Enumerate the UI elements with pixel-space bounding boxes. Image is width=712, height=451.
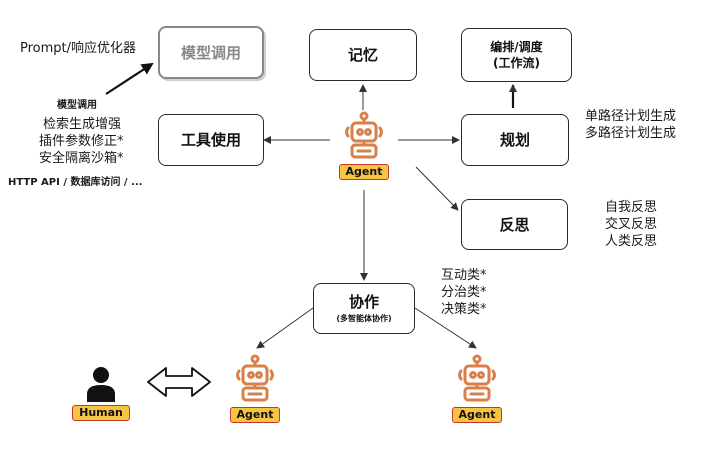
agent-left: Agent: [227, 354, 283, 423]
reflection-annotation-item: 人类反思: [605, 234, 658, 249]
tool-use-box: 工具使用: [158, 114, 264, 166]
planning-box-label: 规划: [499, 131, 530, 149]
collaboration-annotation-item: 分治类*: [441, 285, 487, 300]
planning-box: 规划: [461, 114, 569, 166]
planning-annotation-item: 单路径计划生成: [585, 109, 677, 124]
orchestration-box-sublabel: (工作流): [493, 56, 540, 70]
robot-icon: [458, 354, 496, 402]
agent-badge: Agent: [338, 164, 390, 180]
edge-annotation-to-model-call: [105, 62, 154, 95]
orchestration-box-label: 编排/调度: [490, 40, 543, 54]
tool-annotation-item: 插件参数修正*: [39, 134, 124, 149]
robot-icon: [345, 111, 383, 159]
agent-badge: Agent: [229, 407, 281, 423]
bidirectional-arrow: [147, 367, 211, 397]
orchestration-box: 编排/调度 (工作流): [461, 28, 572, 82]
tool-annotation-footer: HTTP API / 数据库访问 / ...: [8, 177, 143, 188]
collaboration-box-sublabel: (多智能体协作): [336, 314, 392, 323]
collaboration-box-label: 协作: [348, 293, 379, 311]
robot-icon: [236, 354, 274, 402]
model-call-box-label: 模型调用: [180, 43, 241, 62]
collaboration-box: 协作 (多智能体协作): [313, 283, 415, 334]
reflection-annotation-item: 自我反思: [605, 200, 658, 215]
reflection-box-label: 反思: [499, 215, 530, 234]
collaboration-annotation-item: 互动类*: [441, 268, 487, 283]
edge-collaboration-to-left-agent: [256, 307, 314, 349]
person-icon: [87, 367, 115, 402]
agent-badge: Agent: [451, 407, 503, 423]
memory-box: 记忆: [309, 29, 417, 81]
tool-annotation-item: 检索生成增强: [43, 117, 122, 132]
human-node: Human: [70, 366, 132, 421]
tool-use-box-label: 工具使用: [180, 131, 241, 149]
edge-agent-to-reflection: [415, 166, 459, 211]
reflection-annotation-item: 交叉反思: [605, 217, 658, 232]
prompt-optimizer-label: Prompt/响应优化器: [20, 41, 137, 56]
planning-annotation-item: 多路径计划生成: [585, 126, 677, 141]
agent-right: Agent: [449, 354, 505, 423]
memory-box-label: 记忆: [347, 46, 378, 64]
human-badge: Human: [72, 405, 130, 421]
reflection-box: 反思: [461, 199, 568, 250]
tool-annotation-item: 安全隔离沙箱*: [39, 151, 124, 166]
tool-annotation-title: 模型调用: [57, 100, 97, 111]
model-call-box: 模型调用: [158, 26, 264, 79]
collaboration-annotation-item: 决策类*: [441, 302, 487, 317]
edge-collaboration-to-right-agent: [414, 307, 477, 349]
agent-center: Agent: [336, 111, 392, 180]
